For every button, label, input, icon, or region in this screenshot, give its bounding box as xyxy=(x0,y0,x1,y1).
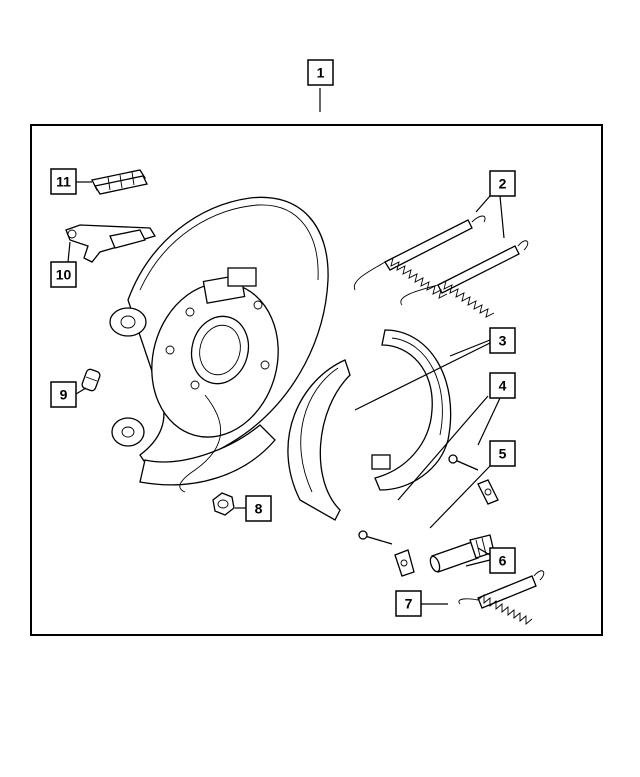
clips-part xyxy=(91,169,148,195)
callout-10: 10 xyxy=(50,261,77,288)
svg-text:5: 5 xyxy=(499,446,507,462)
adjuster-part xyxy=(429,534,495,573)
callout-6: 6 xyxy=(489,547,516,574)
brake-shoes-part xyxy=(287,329,452,521)
callout-1: 1 xyxy=(307,59,334,86)
assembly-frame xyxy=(30,124,603,636)
lever-part xyxy=(65,224,157,263)
callout-4: 4 xyxy=(489,372,516,399)
svg-text:9: 9 xyxy=(60,387,68,403)
svg-text:10: 10 xyxy=(56,267,72,283)
callout-5: 5 xyxy=(489,440,516,467)
callout-2: 2 xyxy=(489,170,516,197)
svg-text:11: 11 xyxy=(56,174,71,190)
svg-text:2: 2 xyxy=(499,176,507,192)
svg-text:4: 4 xyxy=(499,378,507,394)
adjuster-spring-part xyxy=(458,570,545,625)
retainer-clips-part xyxy=(394,479,499,577)
backing-plate xyxy=(109,196,329,493)
plug-part xyxy=(81,368,101,392)
callout-11: 11 xyxy=(50,168,77,195)
svg-text:3: 3 xyxy=(499,333,507,349)
callout-7: 7 xyxy=(395,590,422,617)
svg-text:1: 1 xyxy=(317,65,325,81)
callout-8: 8 xyxy=(245,495,272,522)
svg-text:8: 8 xyxy=(255,501,263,517)
callout-3: 3 xyxy=(489,327,516,354)
callout-9: 9 xyxy=(50,381,77,408)
nut-part xyxy=(212,492,235,516)
svg-text:7: 7 xyxy=(405,596,413,612)
hold-down-pins-part xyxy=(358,454,479,545)
svg-text:6: 6 xyxy=(499,553,507,569)
return-springs-part xyxy=(353,215,529,318)
